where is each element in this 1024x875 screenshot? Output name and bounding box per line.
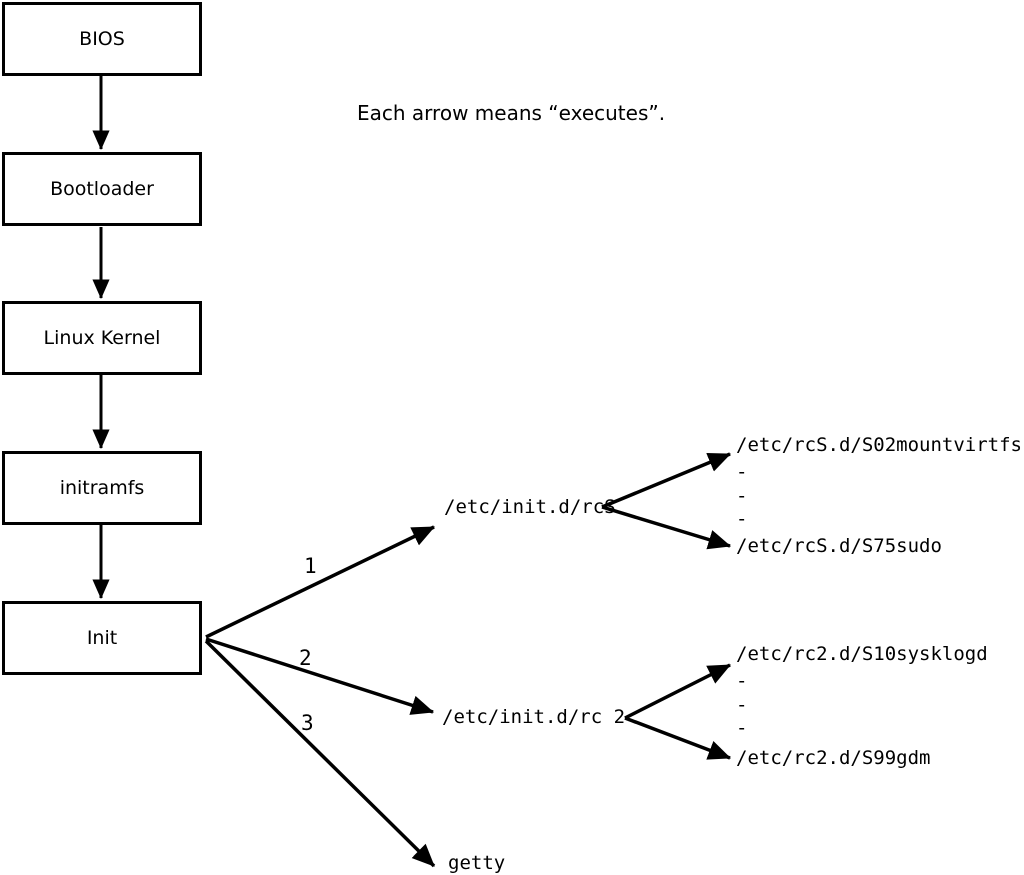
arrow-init-to-rc2	[205, 637, 435, 715]
rcs-script-ellipsis-dash: -	[736, 461, 748, 483]
box-linux-kernel-label: Linux Kernel	[43, 327, 161, 349]
label-etc-init-d-rc2: /etc/init.d/rc 2	[442, 706, 626, 728]
rcs-script-ellipsis-dash: -	[736, 508, 748, 530]
box-bios: BIOS	[2, 2, 202, 76]
box-bootloader-label: Bootloader	[50, 178, 154, 200]
box-init-label: Init	[86, 627, 118, 649]
arrow-rcs-to-s75	[601, 505, 732, 550]
label-getty: getty	[448, 852, 506, 874]
rc2-fan-arrows	[624, 663, 732, 760]
rc2-script-ellipsis-dash: -	[736, 670, 748, 692]
rcs-fan-arrows	[601, 452, 732, 550]
branch-number-1: 1	[304, 554, 317, 578]
box-initramfs-label: initramfs	[59, 477, 145, 499]
arrow-rcs-to-s02	[601, 452, 732, 509]
arrow-rc2-to-s10	[624, 663, 732, 720]
rc2-script-s99gdm: /etc/rc2.d/S99gdm	[736, 747, 931, 769]
rc2-script-ellipsis-dash: -	[736, 717, 748, 739]
box-init: Init	[2, 601, 202, 675]
diagram-caption: Each arrow means “executes”.	[357, 101, 666, 125]
branch-number-3: 3	[301, 711, 314, 735]
init-fan-arrows	[204, 525, 436, 868]
rcs-script-ellipsis-dash: -	[736, 485, 748, 507]
rc2-script-ellipsis-dash: -	[736, 694, 748, 716]
box-linux-kernel: Linux Kernel	[2, 301, 202, 375]
arrow-rc2-to-s99	[624, 716, 732, 760]
branch-number-2: 2	[299, 646, 312, 670]
rcs-script-s02mountvirtfs: /etc/rcS.d/S02mountvirtfs	[736, 434, 1022, 456]
arrow-init-to-getty	[204, 639, 436, 868]
box-bios-label: BIOS	[79, 28, 125, 50]
rcs-script-s75sudo: /etc/rcS.d/S75sudo	[736, 535, 942, 557]
label-etc-init-d-rcs: /etc/init.d/rcS	[444, 496, 616, 518]
rc2-script-s10sysklogd: /etc/rc2.d/S10sysklogd	[736, 643, 988, 665]
box-initramfs: initramfs	[2, 451, 202, 525]
arrow-init-to-rcs	[205, 525, 436, 639]
box-bootloader: Bootloader	[2, 152, 202, 226]
